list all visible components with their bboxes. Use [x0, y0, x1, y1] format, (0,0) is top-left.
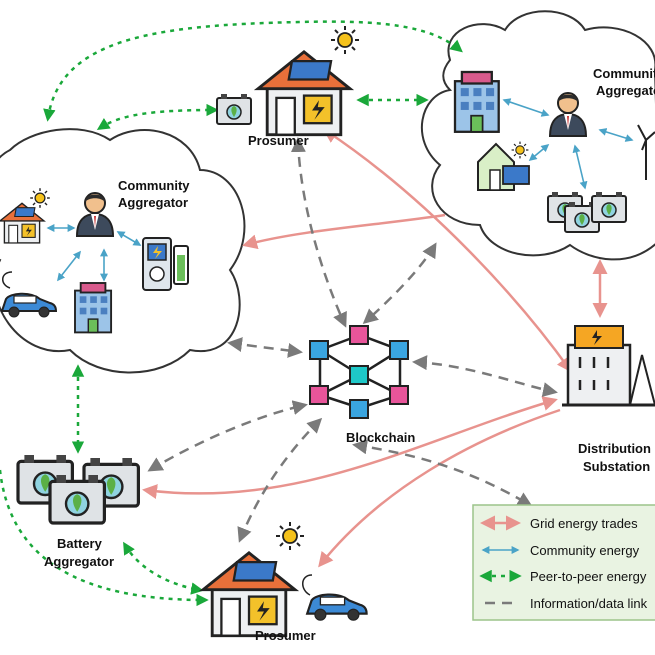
community-cloud-left — [0, 128, 246, 374]
distribution-label-1: Distribution — [578, 441, 651, 456]
battery-aggregator: Battery Aggregator — [16, 453, 140, 569]
prosumer-top: Prosumer — [216, 25, 360, 148]
community-aggregator-right: Community Aggregator — [453, 66, 655, 233]
blockchain-label: Blockchain — [346, 430, 415, 445]
wind-turbine-icon — [637, 124, 655, 180]
community-right-label-1: Community — [593, 66, 655, 81]
distribution-substation: Distribution Substation — [562, 325, 655, 474]
battery-label-1: Battery — [57, 536, 103, 551]
blockchain-icon: Blockchain — [309, 325, 415, 445]
community-left-label-1: Community — [118, 178, 190, 193]
info-links — [147, 137, 558, 543]
legend-p2p-label: Peer-to-peer energy — [530, 569, 647, 584]
battery-label-2: Aggregator — [44, 554, 114, 569]
distribution-label-2: Substation — [583, 459, 650, 474]
p2p-links — [0, 20, 463, 607]
prosumer-top-label: Prosumer — [248, 133, 309, 148]
community-right-label-2: Aggregator — [596, 83, 655, 98]
legend: Grid energy trades Community energy Peer… — [472, 504, 655, 621]
legend-grid-label: Grid energy trades — [530, 516, 638, 531]
prosumer-bottom-label: Prosumer — [255, 628, 316, 643]
community-left-label-2: Aggregator — [118, 195, 188, 210]
community-links — [46, 98, 634, 282]
community-aggregator-left: Community Aggregator — [0, 178, 190, 334]
prosumer-bottom: Prosumer — [201, 521, 368, 643]
legend-info-label: Information/data link — [530, 596, 648, 611]
charging-station-icon — [142, 237, 189, 291]
legend-community-label: Community energy — [530, 543, 640, 558]
